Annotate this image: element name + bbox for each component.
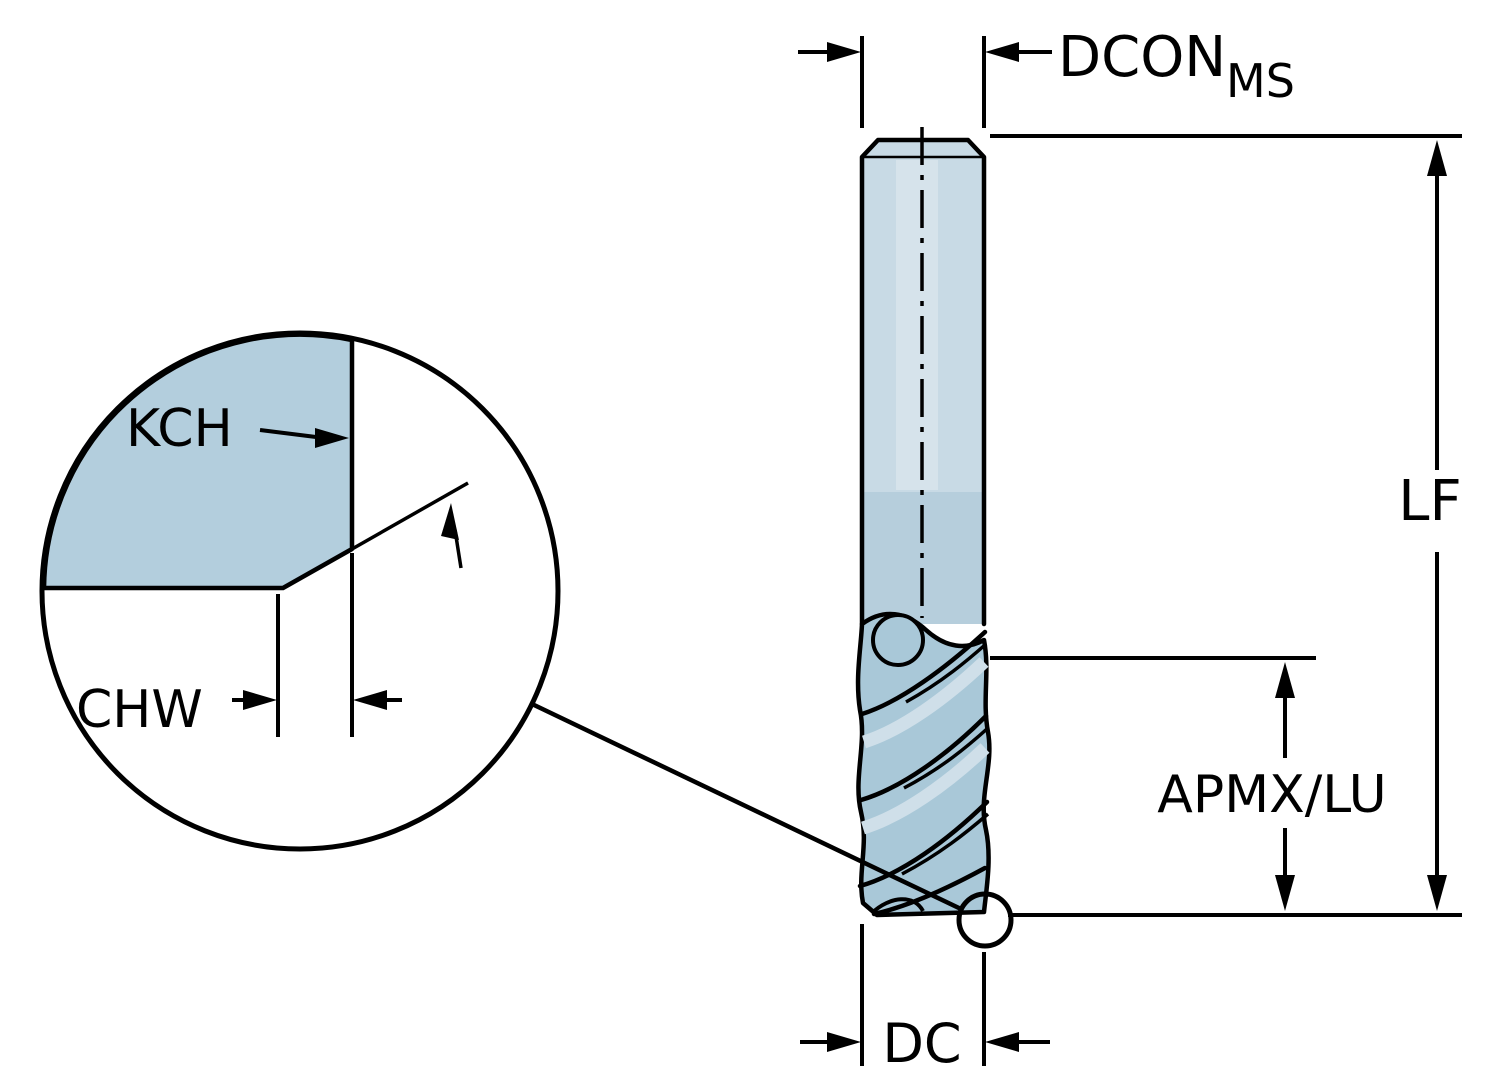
lf-arrow-bottom (1427, 875, 1447, 911)
apmx-arrow-top (1275, 662, 1295, 698)
apmx-lu-label: APMX/LU (1157, 765, 1386, 825)
flute-highlight-1 (861, 657, 989, 749)
dimension-dc: DC (800, 924, 1050, 1075)
end-tooth-curve (870, 897, 925, 915)
flute-runout-circle (871, 613, 925, 667)
chw-arrow-right (353, 690, 387, 710)
chamfer-cross-section (41, 332, 355, 591)
flute-land-1 (905, 642, 988, 704)
chamfer-angle-arrow (441, 503, 459, 540)
lf-label: LF (1398, 469, 1461, 534)
dc-arrow-right (985, 1032, 1019, 1052)
tool-shank-highlight (896, 160, 938, 490)
kch-arrow (315, 428, 349, 448)
lf-arrow-top (1427, 140, 1447, 176)
flute-helix-2 (858, 713, 989, 803)
end-mill-tool (855, 127, 992, 918)
flute-helix-1 (859, 629, 988, 717)
flute-highlight-2 (861, 743, 990, 835)
chw-label: CHW (76, 680, 203, 740)
kch-label: KCH (126, 399, 233, 459)
flute-land-2 (903, 726, 990, 790)
dimension-lf: LF (990, 134, 1462, 917)
dc-arrow-left (827, 1032, 861, 1052)
dimension-dcon: DCON MS (798, 25, 1295, 128)
dcon-arrow-right (985, 42, 1019, 62)
dimension-apmx-lu: APMX/LU (990, 656, 1387, 911)
flute-land-3 (901, 812, 990, 876)
chw-arrow-left (243, 690, 277, 710)
dcon-arrow-left (827, 42, 861, 62)
dcon-label: DCON (1058, 25, 1226, 90)
dcon-subscript-label: MS (1226, 54, 1295, 108)
chamfer-detail-view: KCH CHW (39, 330, 1014, 949)
dc-label: DC (882, 1012, 961, 1075)
kch-leader-line (259, 428, 317, 439)
chamfer-angle-line (337, 481, 469, 559)
flute-helix-3 (857, 799, 990, 889)
apmx-arrow-bottom (1275, 875, 1295, 911)
detail-leader-line (531, 701, 962, 912)
detail-target-circle (956, 891, 1014, 949)
